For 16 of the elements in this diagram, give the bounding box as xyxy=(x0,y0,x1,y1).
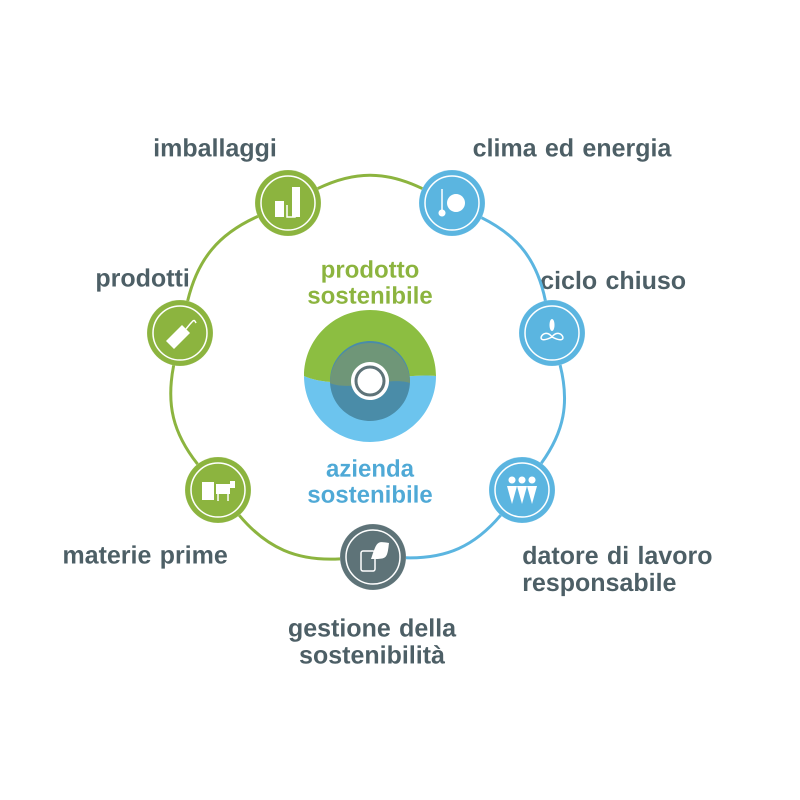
node-label: gestione della sostenibilità xyxy=(288,618,456,664)
ring-segment xyxy=(238,514,340,561)
node-label: prodotti xyxy=(97,268,188,292)
ring-segment xyxy=(169,365,199,465)
node-label: clima ed energia xyxy=(474,138,672,162)
node-label: imballaggi xyxy=(154,138,276,162)
node-label: datore di lavoro responsabile xyxy=(523,546,712,596)
center-label: azienda sostenibile xyxy=(308,459,432,503)
center-label: prodotto sostenibile xyxy=(308,260,432,304)
ring-segment xyxy=(317,174,423,190)
ring-segment xyxy=(480,216,547,302)
node-label: ciclo chiuso xyxy=(541,270,686,290)
ring-segment xyxy=(540,364,566,464)
ring-segment xyxy=(406,514,502,560)
node-label: materie prime xyxy=(64,545,227,569)
ring-segment xyxy=(186,215,258,302)
